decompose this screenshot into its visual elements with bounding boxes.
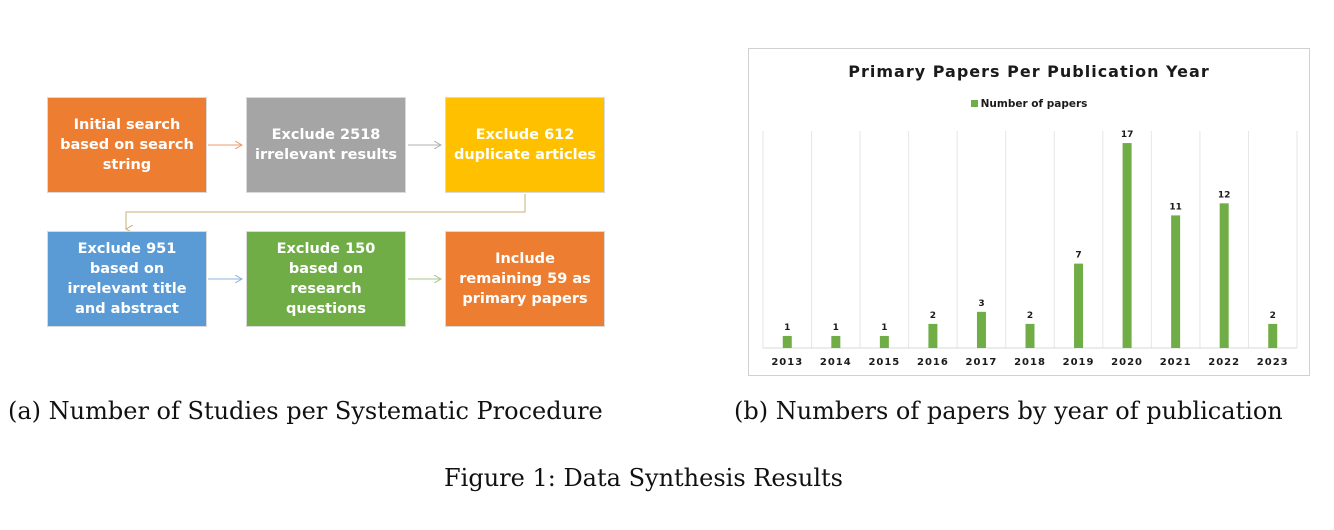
- x-tick-label-2013: 2013: [771, 357, 803, 368]
- bar-2016: [928, 323, 938, 348]
- data-label-2014: 1: [833, 323, 839, 333]
- x-tick-label-2016: 2016: [917, 357, 949, 368]
- x-tick-label-2021: 2021: [1160, 357, 1192, 368]
- bar-2017: [976, 311, 986, 348]
- bar-2014: [831, 335, 841, 348]
- arrow-3-4: [126, 194, 526, 229]
- bar-2021: [1171, 215, 1181, 348]
- caption-b: (b) Numbers of papers by year of publica…: [734, 397, 1283, 425]
- x-tick-label-2015: 2015: [868, 357, 900, 368]
- x-tick-label-2019: 2019: [1063, 357, 1095, 368]
- data-label-2018: 2: [1027, 311, 1033, 321]
- flow-step-exclude-duplicates: Exclude 612 duplicate articles: [445, 97, 605, 193]
- data-label-2020: 17: [1121, 130, 1134, 140]
- chart-legend: Number of papers: [749, 98, 1309, 110]
- chart-frame: Primary Papers Per Publication Year Numb…: [748, 48, 1310, 376]
- chart-title: Primary Papers Per Publication Year: [848, 62, 1210, 81]
- x-tick-label-2018: 2018: [1014, 357, 1046, 368]
- flow-step-exclude-irrelevant: Exclude 2518 irrelevant results: [246, 97, 406, 193]
- x-tick-label-2022: 2022: [1208, 357, 1240, 368]
- bar-2015: [879, 335, 889, 348]
- x-tick-label-2014: 2014: [820, 357, 852, 368]
- x-tick-label-2023: 2023: [1257, 357, 1289, 368]
- flow-connectors: [0, 0, 526, 380]
- bar-2020: [1122, 143, 1132, 348]
- data-label-2017: 3: [978, 299, 984, 309]
- data-label-2016: 2: [930, 311, 936, 321]
- data-label-2019: 7: [1075, 251, 1081, 261]
- legend-label: Number of papers: [980, 98, 1088, 110]
- bar-2013: [782, 335, 792, 348]
- data-label-2015: 1: [881, 323, 887, 333]
- data-label-2013: 1: [784, 323, 790, 333]
- bar-2019: [1074, 263, 1084, 348]
- flow-step-initial-search: Initial search based on search string: [47, 97, 207, 193]
- bar-2023: [1268, 323, 1278, 348]
- flow-step-include-primary: Include remaining 59 as primary papers: [445, 231, 605, 327]
- data-label-2023: 2: [1270, 311, 1276, 321]
- data-label-2021: 11: [1169, 202, 1182, 212]
- bar-2018: [1025, 323, 1035, 348]
- caption-a: (a) Number of Studies per Systematic Pro…: [8, 397, 603, 425]
- bar-chart: 1 2013 1 2014 1 2015 2 2016 3 2017 2 2018 7 2019 17 202…: [762, 130, 1298, 368]
- data-label-2022: 12: [1218, 190, 1231, 200]
- flow-step-exclude-research-questions: Exclude 150 based on research questions: [246, 231, 406, 327]
- flow-step-exclude-title-abstract: Exclude 951 based on irrelevant title an…: [47, 231, 207, 327]
- legend-swatch: [970, 100, 978, 107]
- bar-2022: [1219, 203, 1229, 348]
- figure-caption: Figure 1: Data Synthesis Results: [444, 464, 843, 492]
- x-tick-label-2020: 2020: [1111, 357, 1143, 368]
- x-tick-label-2017: 2017: [966, 357, 998, 368]
